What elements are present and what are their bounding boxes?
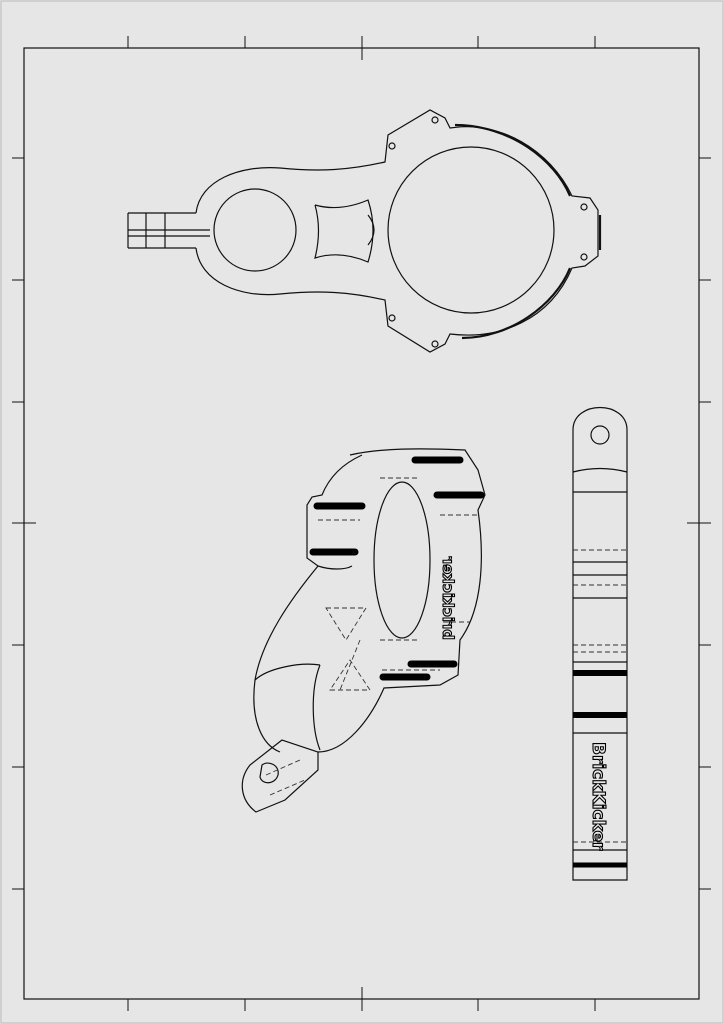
side-view: BrickKicker (572, 407, 628, 881)
top-view (127, 109, 602, 353)
logo-engraving: BrickKicker (588, 742, 608, 851)
logo-engraving: brickicker (439, 556, 457, 640)
isometric-view: brickicker (241, 448, 486, 813)
frame-tick-marks (12, 36, 711, 1011)
